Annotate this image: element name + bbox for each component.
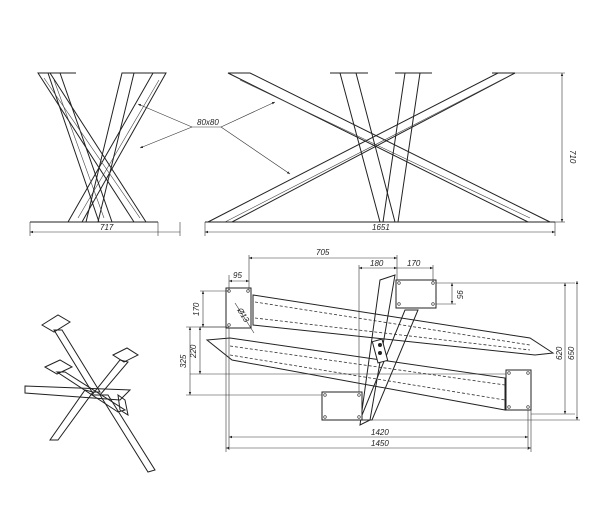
dim-620: 620 — [555, 346, 564, 360]
front-width-label: 1651 — [372, 223, 390, 232]
dim-1450: 1450 — [371, 439, 389, 448]
side-width-label: 717 — [100, 223, 114, 232]
dim-180: 180 — [370, 259, 384, 268]
dim-95-right: 95 — [455, 290, 464, 299]
dim-325: 325 — [179, 354, 188, 368]
plan-view: 705 180 170 95 95 170 220 325 620 650 14 — [179, 248, 580, 452]
dim-170-left: 170 — [192, 302, 201, 316]
dim-650: 650 — [567, 346, 576, 360]
isometric-view — [24, 314, 156, 473]
side-view: 717 — [29, 72, 181, 236]
dim-170-top: 170 — [407, 259, 421, 268]
profile-callout: 80x80 — [137, 101, 291, 175]
dim-1420: 1420 — [371, 428, 389, 437]
profile-label: 80x80 — [197, 118, 219, 127]
mounting-plate — [505, 369, 532, 411]
dim-95-left: 95 — [233, 271, 242, 280]
mounting-plate — [395, 279, 437, 309]
front-view: 1651 710 — [204, 72, 577, 236]
front-height-label: 710 — [568, 150, 577, 164]
dim-220: 220 — [189, 344, 198, 359]
mounting-plate — [321, 391, 363, 421]
dim-705: 705 — [316, 248, 330, 257]
